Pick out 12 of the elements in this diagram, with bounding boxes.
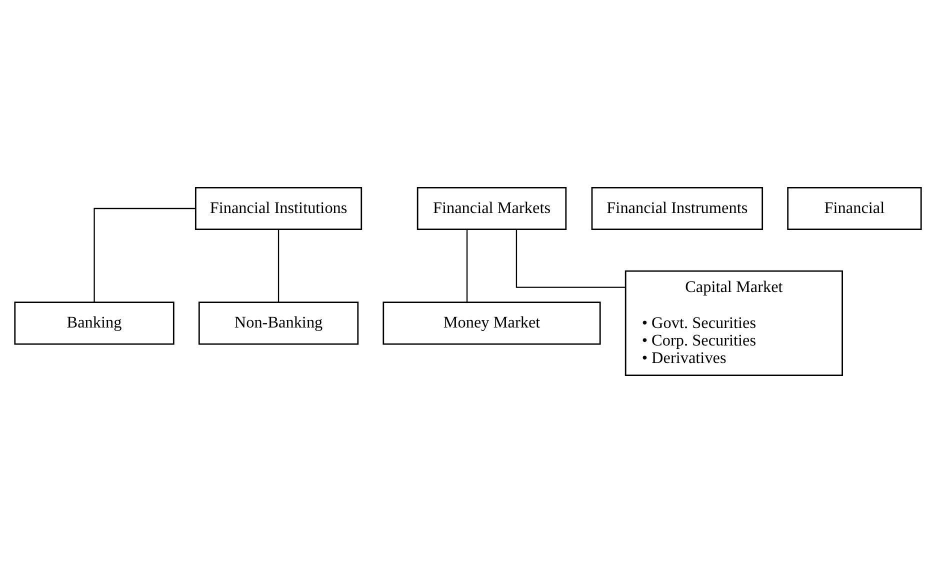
- node-box: Non-Banking: [198, 302, 359, 345]
- connector: [94, 208, 196, 302]
- node-box: Capital Market • Govt. Securities • Corp. Securities • Derivatives: [624, 270, 843, 376]
- node-box: Financial Instruments: [591, 186, 764, 230]
- connector: [516, 230, 626, 288]
- node-box: Financial Institutions: [194, 186, 362, 230]
- node-box: Financial Markets: [416, 186, 567, 230]
- connector: [466, 230, 468, 302]
- node-box: Banking: [14, 302, 174, 345]
- node-box: Financial: [787, 186, 922, 230]
- node-box: Money Market: [382, 302, 601, 345]
- connector: [278, 230, 280, 302]
